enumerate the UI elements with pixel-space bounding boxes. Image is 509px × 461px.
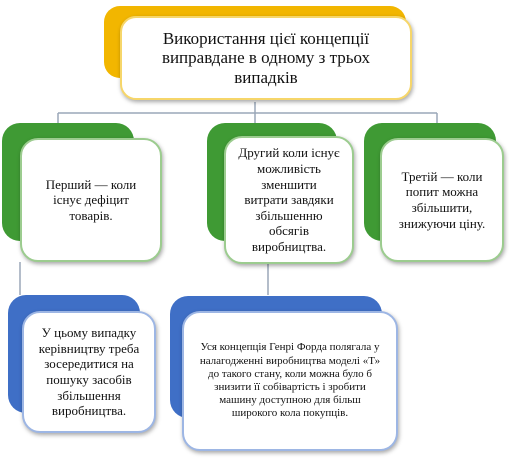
case-first-box: Перший — коли існує дефіцит товарів. [20,138,162,262]
detail-second-text: Уся концепція Генрі Форда полягала у нал… [199,341,381,420]
case-second-text: Другий коли існує можливість зменшити ви… [238,145,340,254]
case-second-box: Другий коли існує можливість зменшити ви… [224,136,354,264]
case-third-box: Третій — коли попит можна збільшити, зни… [380,138,504,262]
root-node-box: Використання цієї концепції виправдане в… [120,16,412,100]
root-node-text: Використання цієї концепції виправдане в… [161,28,371,87]
case-first-text: Перший — коли існує дефіцит товарів. [45,176,137,223]
detail-second-box: Уся концепція Генрі Форда полягала у нал… [182,311,398,451]
case-third-text: Третій — коли попит можна збільшити, зни… [398,168,486,231]
detail-first-text: У цьому випадку керівництву треба зосере… [38,325,140,419]
detail-first-box: У цьому випадку керівництву треба зосере… [22,311,156,433]
